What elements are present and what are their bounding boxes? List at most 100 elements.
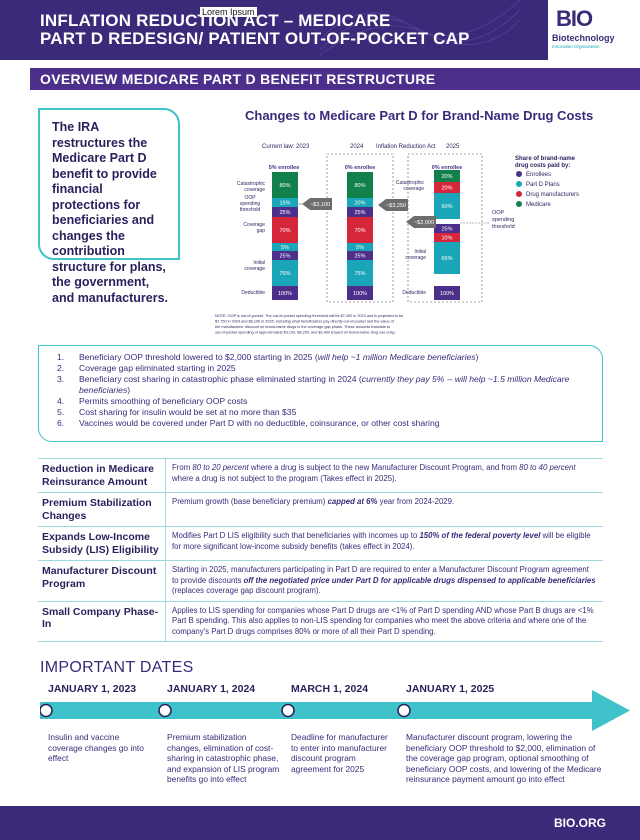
threshold-arrow	[302, 198, 332, 210]
bar-segment-label: 25%	[354, 210, 365, 216]
changes-list: 1. Beneficiary OOP threshold lowered to $…	[57, 352, 592, 429]
bar-segment	[434, 170, 460, 182]
side-label-deductible: Deductible	[402, 290, 426, 296]
list-item-emphasis: currently they pay 5% -- will help ~1.5 …	[79, 374, 570, 395]
chart-title: Changes to Medicare Part D for Brand-Nam…	[245, 108, 594, 123]
list-item: 2.Coverage gap eliminated starting in 20…	[57, 363, 592, 374]
row-heading: Manufacturer Discount Program	[38, 561, 166, 601]
section-title: OVERVIEW MEDICARE PART D BENEFIT RESTRUC…	[40, 71, 436, 87]
bar-segment-label: 75%	[279, 271, 290, 277]
list-item-text: Cost sharing for insulin would be set at…	[79, 407, 297, 417]
table-row: Premium Stabilization Changes Premium gro…	[38, 493, 603, 527]
bar-segment	[434, 286, 460, 300]
list-item: 5.Cost sharing for insulin would be set …	[57, 407, 592, 418]
bio-logo-tagline: Innovation Organization	[552, 44, 600, 49]
legend-title: Share of brand-name	[515, 156, 576, 162]
legend-title: drug costs paid by:	[515, 163, 570, 169]
bar-segment-label: 5%	[281, 245, 289, 251]
bar-segment-label: 5%	[356, 245, 364, 251]
side-label-oop: spending	[492, 217, 514, 223]
list-item-number: 1.	[57, 352, 65, 362]
row-description: From 80 to 20 percent where a drug is su…	[172, 463, 576, 483]
section-bar: OVERVIEW MEDICARE PART D BENEFIT RESTRUC…	[30, 68, 640, 90]
row-description: Premium growth (base beneficiary premium…	[172, 497, 455, 506]
list-item-number: 6.	[57, 418, 65, 428]
bar-segment	[272, 172, 298, 198]
side-label-initial: coverage	[244, 266, 265, 272]
bar-segment-label: 10%	[441, 236, 452, 242]
list-item-text: Beneficiary OOP threshold lowered to $2,…	[79, 352, 479, 362]
bio-logo: BIO Biotechnology Innovation Organizatio…	[548, 0, 640, 60]
bio-logo-mark: BIO	[556, 6, 593, 31]
list-item: 3.Beneficiary cost sharing in catastroph…	[57, 374, 592, 396]
bar-segment	[272, 207, 298, 217]
list-item-number: 3.	[57, 374, 65, 384]
side-label-oop: spending	[240, 201, 261, 207]
side-label-oop: threshold	[240, 207, 261, 213]
bar-segment-label: 25%	[279, 210, 290, 216]
chart-note: $7,750 in 2024 and $8,100 in 2025, inclu…	[215, 320, 395, 324]
side-label-catastrophic: coverage	[244, 187, 265, 193]
bar-segment	[347, 172, 373, 198]
list-item-text: Vaccines would be covered under Part D w…	[79, 418, 440, 428]
intro-callout: The IRA restructures the Medicare Part D…	[38, 108, 180, 305]
side-label-catastrophic: coverage	[403, 186, 424, 192]
bar-segment-label: 25%	[441, 227, 452, 233]
side-label-catastrophic: Catastrophic	[396, 180, 425, 186]
list-item-text: Coverage gap eliminated starting in 2025	[79, 363, 236, 373]
chart-column-label: Current law: 2023	[262, 144, 310, 150]
bar-segment	[347, 207, 373, 217]
bar-segment-label: 80%	[354, 183, 365, 189]
changes-list-box: 1. Beneficiary OOP threshold lowered to $…	[38, 345, 603, 442]
provisions-table: Reduction in Medicare Reinsurance Amount…	[38, 458, 603, 642]
bio-org-link[interactable]: BIO.ORG	[553, 816, 606, 830]
bar-segment-label: 20%	[441, 186, 452, 192]
legend-swatch	[516, 191, 522, 197]
row-heading: Premium Stabilization Changes	[38, 493, 166, 526]
table-row: Expands Low-Income Subsidy (LIS) Eligibi…	[38, 527, 603, 561]
bar-segment-label: 100%	[278, 291, 292, 297]
bar-segment-label: 70%	[279, 228, 290, 234]
side-label-catastrophic: Catastrophic	[237, 181, 266, 187]
bar-segment	[272, 260, 298, 286]
bar-segment-label: 20%	[354, 201, 365, 207]
chart-column-label: Inflation Reduction Act	[376, 144, 436, 150]
page-title: INFLATION REDUCTION ACT – MEDICARE PART …	[40, 12, 470, 48]
row-description: Applies to LIS spending for companies wh…	[172, 605, 594, 636]
enrollee-label: 0% enrollee	[345, 165, 376, 171]
header-decoration	[320, 0, 520, 56]
legend-label: Drug manufacturers	[526, 192, 579, 198]
bar-segment-label: 100%	[440, 291, 454, 297]
legend-swatch	[516, 171, 522, 177]
legend-label: Medicare	[526, 202, 551, 208]
side-label-initial: coverage	[405, 255, 426, 261]
bar-segment	[347, 243, 373, 251]
threshold-label: ~$3,250	[386, 203, 406, 209]
lorem-ipsum-overlay: Lorem Ipsum	[200, 7, 257, 17]
bar-segment	[347, 217, 373, 243]
bar-segment-label: 70%	[354, 228, 365, 234]
timeline-arrow	[40, 690, 630, 731]
threshold-label: ~$2,000	[414, 220, 434, 226]
chart-note: NOTE: OOP is out-of-pocket. The out-of-p…	[215, 314, 403, 318]
bar-segment-label: 65%	[441, 256, 452, 262]
row-description: Starting in 2025, manufacturers particip…	[172, 565, 596, 595]
table-row: Reduction in Medicare Reinsurance Amount…	[38, 458, 603, 493]
side-label-oop: OOP	[492, 210, 505, 216]
bar-segment	[434, 233, 460, 242]
side-label-deductible: Deductible	[241, 290, 265, 296]
side-label-gap: gap	[257, 228, 266, 234]
date-label: JANUARY 1, 2023	[48, 683, 137, 695]
chart-column-label: 2024	[350, 144, 364, 150]
threshold-label: ~$3,100	[310, 202, 330, 208]
legend-label: Enrollees	[526, 172, 551, 178]
bar-segment	[347, 260, 373, 286]
chart-group-frame	[326, 153, 394, 303]
legend-swatch	[516, 181, 522, 187]
chart-note: out-of-pocket spending of approximately …	[215, 331, 396, 335]
side-label-gap: Coverage	[243, 222, 265, 228]
date-label: MARCH 1, 2024	[291, 683, 369, 695]
intro-text: The IRA restructures the Medicare Part D…	[52, 120, 169, 305]
bar-segment	[434, 224, 460, 233]
